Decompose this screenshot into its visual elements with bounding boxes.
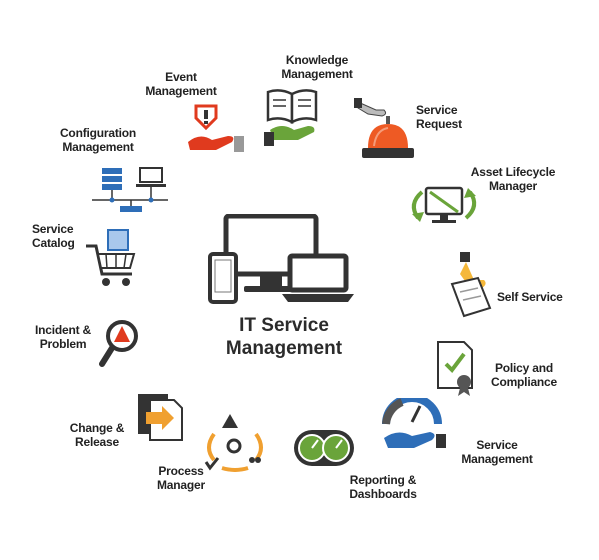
change-doc-icon bbox=[136, 392, 184, 442]
dashboard-icon bbox=[294, 426, 354, 468]
book-hand-icon bbox=[264, 86, 322, 148]
label-service-management: Service Management bbox=[461, 438, 533, 466]
monitor-cycle-icon bbox=[404, 180, 484, 230]
center-title: IT Service Management bbox=[225, 315, 343, 359]
gauge-hand-icon bbox=[380, 394, 446, 450]
label-configuration-management: Configuration Management bbox=[59, 126, 137, 154]
label-reporting-dashboards: Reporting & Dashboards bbox=[349, 473, 417, 501]
magnifier-warning-icon bbox=[98, 318, 142, 368]
service-bell-icon bbox=[354, 96, 416, 164]
shopping-cart-icon bbox=[86, 226, 138, 290]
devices-icon bbox=[208, 213, 358, 306]
label-asset-lifecycle-manager: Asset Lifecycle Manager bbox=[470, 165, 556, 193]
label-change-release: Change & Release bbox=[69, 421, 125, 449]
process-cycle-icon bbox=[200, 412, 270, 472]
hand-paper-icon bbox=[444, 250, 498, 320]
label-event-management: Event Management bbox=[145, 70, 217, 98]
alert-hand-icon bbox=[184, 102, 246, 158]
certificate-icon bbox=[436, 340, 476, 396]
label-service-request: Service Request bbox=[416, 103, 462, 131]
network-icon bbox=[92, 166, 168, 218]
label-service-catalog: Service Catalog bbox=[32, 222, 75, 250]
label-self-service: Self Service bbox=[497, 290, 563, 304]
label-knowledge-management: Knowledge Management bbox=[281, 53, 353, 81]
label-incident-problem: Incident & Problem bbox=[34, 323, 91, 351]
label-policy-compliance: Policy and Compliance bbox=[490, 361, 558, 389]
label-process-manager: Process Manager bbox=[157, 464, 205, 492]
